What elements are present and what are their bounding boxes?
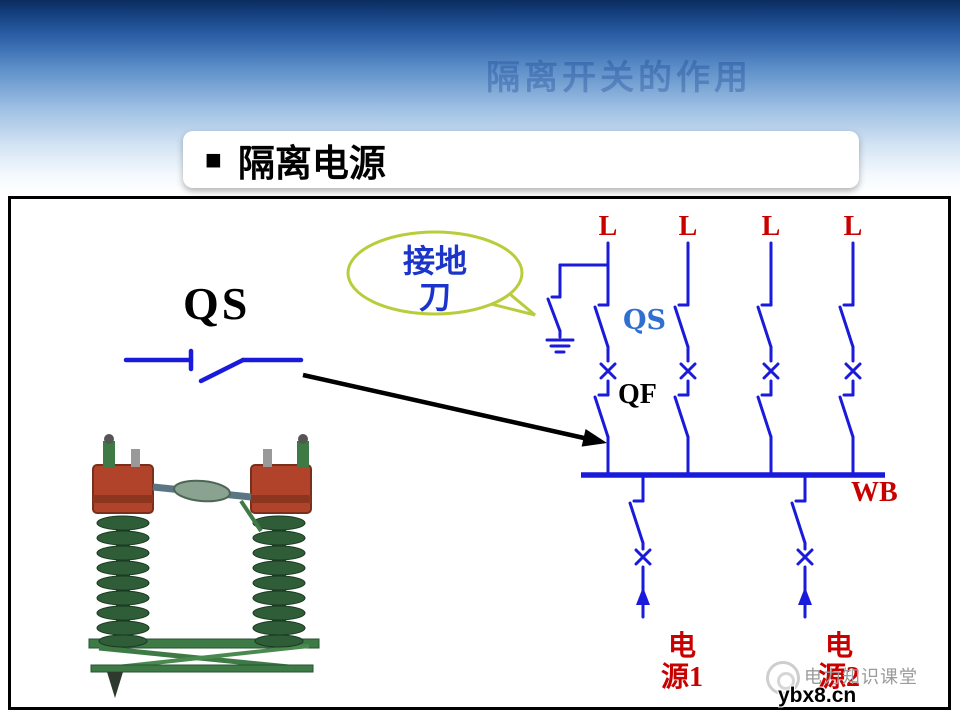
title-bar: ■ 隔离电源	[183, 131, 859, 188]
qs-label: QS	[623, 305, 667, 336]
qs-symbol-label: QS	[183, 278, 251, 329]
source2-line1: 电	[824, 631, 853, 662]
title-bullet-icon: ■	[205, 143, 222, 175]
diagram-canvas	[88, 230, 885, 698]
ground-switch	[545, 263, 610, 354]
feeder-label-2: L	[678, 211, 698, 242]
content-panel: L L L L QS 接地 刀 QS QF WB 电 源1 电 源2 电力知识课…	[8, 196, 951, 710]
feeder-label-3: L	[761, 211, 781, 242]
feeder-line-3	[756, 241, 780, 477]
source1-line1: 电	[667, 631, 696, 662]
source1-label: 电 源1	[653, 631, 711, 693]
slide-header: 隔离开关的作用 ■ 隔离电源	[0, 0, 960, 196]
logo-icon	[766, 661, 800, 695]
feeder-label-1: L	[598, 211, 618, 242]
grounding-knife-callout-text: 接地 刀	[360, 243, 510, 315]
source2-line2: 源2	[817, 662, 860, 693]
speech-bubble	[346, 230, 536, 317]
callout-line2: 刀	[418, 279, 451, 315]
watermark-title: 隔离开关的作用	[486, 59, 752, 97]
source-feeder-1	[628, 473, 652, 619]
brand-watermark: 电力知识课堂	[804, 667, 918, 687]
callout-line1: 接地	[402, 243, 467, 279]
qs-symbol	[123, 348, 304, 384]
feeder-line-1	[593, 241, 617, 477]
source1-line2: 源1	[660, 662, 703, 693]
feeder-line-4	[838, 241, 862, 477]
site-watermark: ybx8.cn	[778, 684, 857, 707]
pointer-arrow	[302, 372, 607, 447]
qf-label: QF	[618, 379, 657, 410]
page-title: 隔离电源	[237, 142, 386, 184]
feeder-line-2	[673, 241, 697, 477]
feeder-label-4: L	[843, 211, 863, 242]
isolator-photo	[88, 434, 320, 698]
source-feeder-2	[790, 473, 814, 619]
busbar-label: WB	[851, 477, 898, 508]
source2-label: 电 源2	[810, 631, 868, 693]
